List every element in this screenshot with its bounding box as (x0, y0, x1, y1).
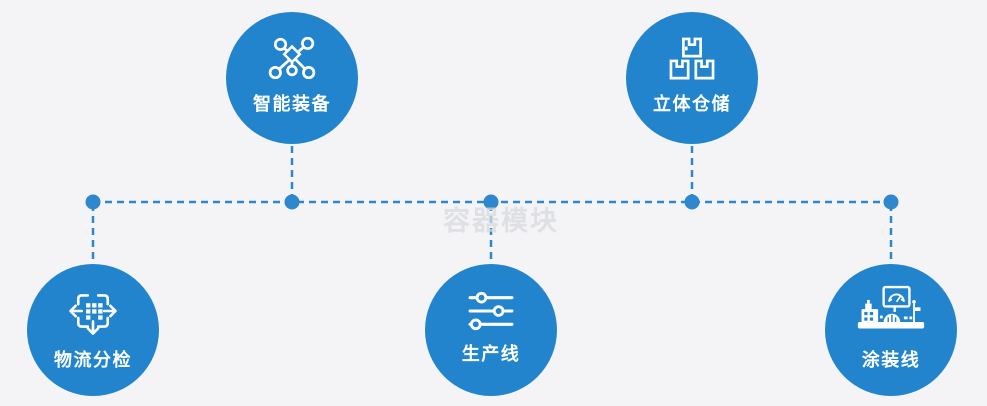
node-circle: 智能装备 (226, 12, 358, 144)
watermark-text: 容器模块 (443, 206, 559, 236)
storage-boxes-icon (669, 37, 715, 79)
node-label: 物流分检 (54, 349, 132, 370)
node-production-line: 生产线 (425, 264, 557, 396)
node-label: 生产线 (461, 343, 521, 364)
network-icon (268, 36, 316, 79)
node-label: 涂装线 (861, 349, 921, 370)
node-smart-equipment: 智能装备 (226, 12, 358, 144)
node-label: 立体仓储 (653, 93, 731, 114)
node-coating-line: 涂装线 (825, 264, 957, 396)
node-circle: 涂装线 (825, 264, 957, 396)
node-label: 智能装备 (253, 93, 331, 114)
node-circle: 生产线 (425, 264, 557, 396)
node-circle: 立体仓储 (626, 12, 758, 144)
sliders-icon (468, 291, 514, 330)
junction-dot (85, 194, 899, 210)
node-circle: 物流分检 (27, 264, 159, 396)
sort-arrows-icon (69, 293, 117, 335)
node-cubic-warehouse: 立体仓储 (626, 12, 758, 144)
machine-icon (857, 285, 925, 328)
node-logistics-sorting: 物流分检 (27, 264, 159, 396)
